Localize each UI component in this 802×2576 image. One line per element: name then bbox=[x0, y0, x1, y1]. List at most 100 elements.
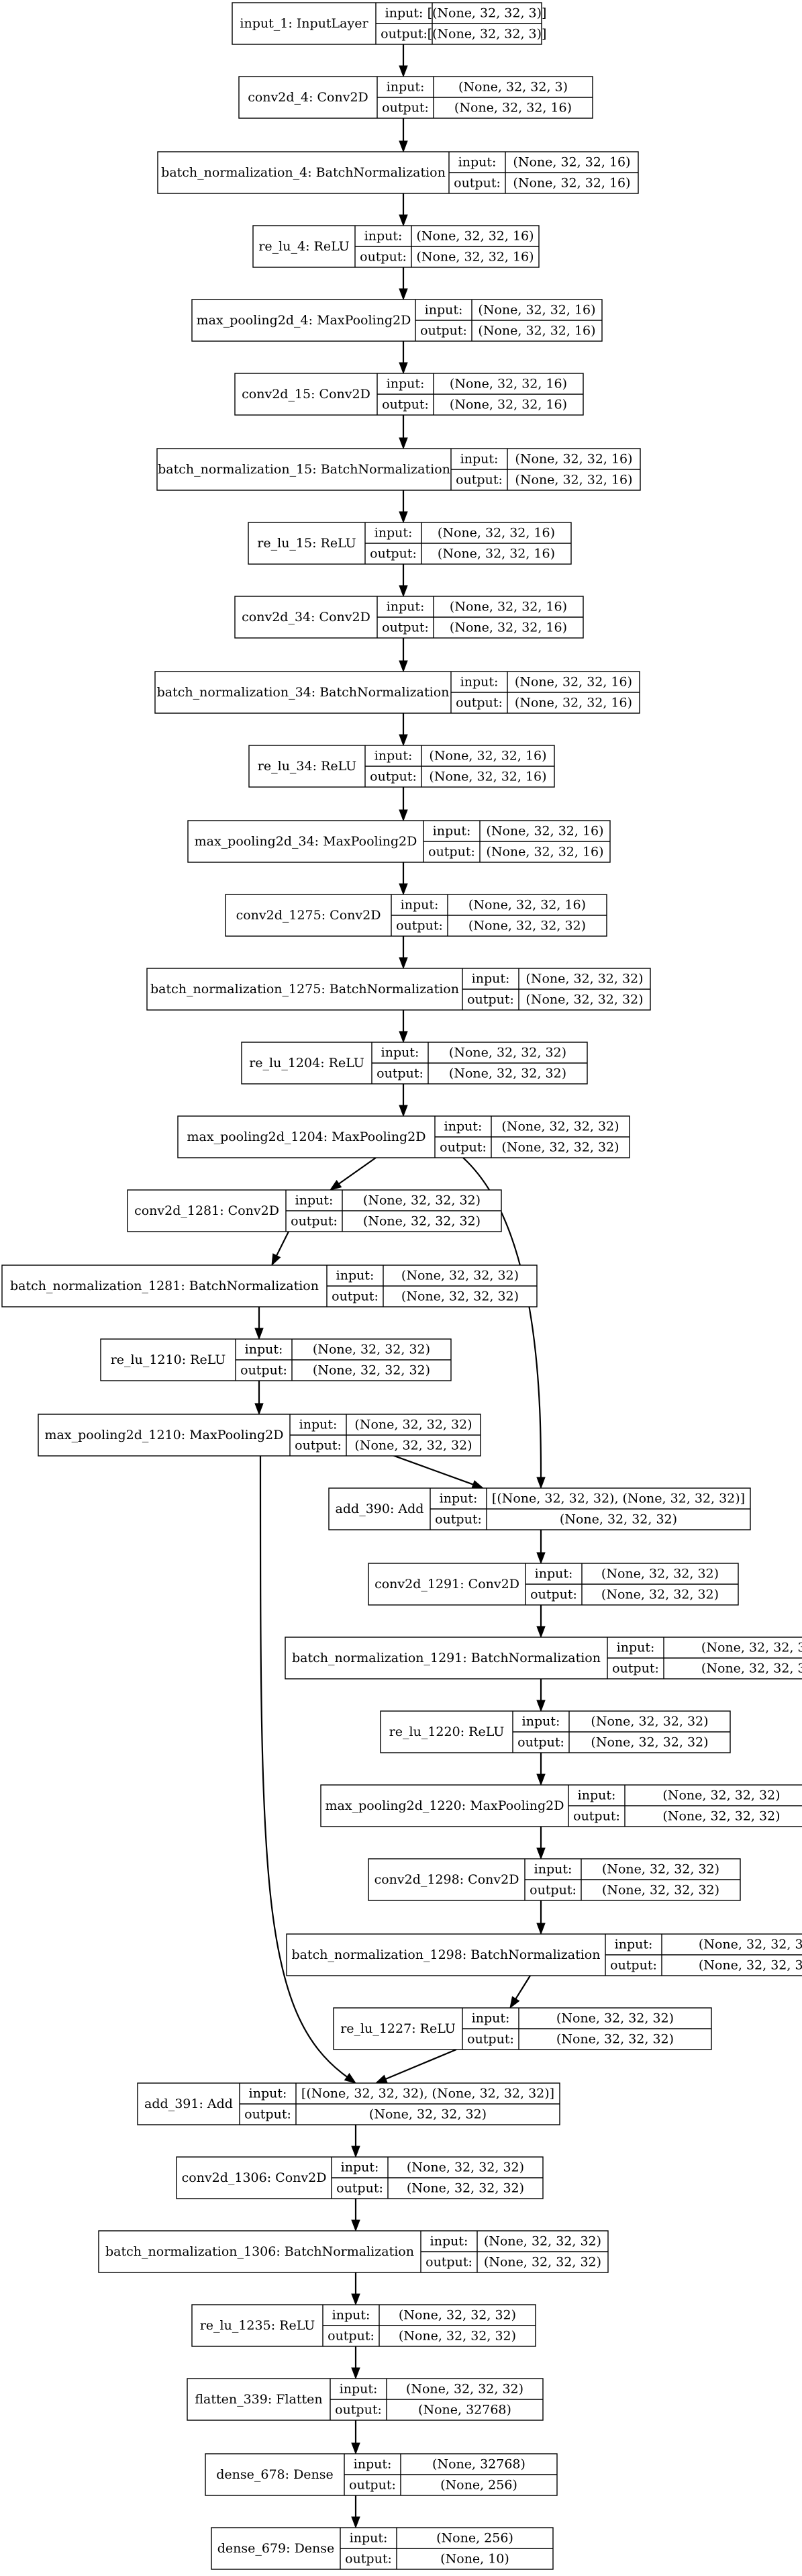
output-shape: (None, 32, 32, 32) bbox=[399, 2329, 516, 2344]
input-shape: (None, 32, 32, 32) bbox=[484, 2234, 601, 2249]
arrowhead bbox=[399, 1031, 408, 1044]
edges-layer bbox=[254, 44, 546, 2529]
output-shape: (None, 32, 32, 16) bbox=[454, 101, 572, 116]
output-label: output: bbox=[440, 1140, 487, 1155]
input-label: input: bbox=[458, 155, 497, 170]
edge-n4-to-n5 bbox=[399, 267, 408, 301]
edge-n12-to-n13 bbox=[399, 862, 408, 896]
edge-n32-to-n33 bbox=[351, 2346, 360, 2380]
edge-n11-to-n12 bbox=[399, 787, 408, 822]
output-shape: (None, 32, 32, 16) bbox=[478, 324, 595, 338]
output-shape: (None, 32, 32, 16) bbox=[515, 473, 632, 488]
layer-name: batch_normalization_1275: BatchNormaliza… bbox=[150, 982, 459, 997]
input-shape: (None, 32, 32, 16) bbox=[515, 675, 632, 690]
layer-name: max_pooling2d_1204: MaxPooling2D bbox=[187, 1130, 426, 1144]
edge-n25-to-n26 bbox=[536, 1827, 546, 1860]
layer-name: conv2d_4: Conv2D bbox=[248, 90, 368, 105]
edge-n27-to-n28 bbox=[509, 1975, 531, 2009]
layer-name: re_lu_1227: ReLU bbox=[340, 2021, 456, 2036]
edge-line bbox=[276, 1231, 289, 1256]
input-shape: (None, 32, 32, 32) bbox=[699, 1937, 802, 1952]
output-label: output: bbox=[454, 176, 501, 191]
edge-n20-to-n29 bbox=[259, 1455, 357, 2084]
output-label: output: bbox=[517, 1735, 564, 1750]
layer-name: max_pooling2d_4: MaxPooling2D bbox=[197, 313, 411, 328]
layer-node: flatten_339: Flatteninput:output:(None, … bbox=[187, 2378, 544, 2421]
arrowhead bbox=[471, 1480, 485, 1489]
input-label: input: bbox=[387, 377, 425, 392]
output-label: output: bbox=[425, 2255, 472, 2270]
edge-line bbox=[385, 2048, 457, 2080]
arrowhead bbox=[351, 2516, 360, 2529]
layer-name: batch_normalization_4: BatchNormalizatio… bbox=[161, 165, 446, 180]
layer-node: max_pooling2d_4: MaxPooling2Dinput:outpu… bbox=[191, 299, 603, 342]
edge-n14-to-n15 bbox=[399, 1010, 408, 1044]
layer-name: batch_normalization_1306: BatchNormaliza… bbox=[105, 2244, 414, 2259]
output-label: output: bbox=[382, 398, 429, 412]
edge-n15-to-n16 bbox=[399, 1084, 408, 1117]
input-shape: (None, 32, 32, 32) bbox=[525, 972, 643, 986]
input-shape: (None, 32, 32, 32) bbox=[313, 1342, 430, 1357]
edge-n26-to-n27 bbox=[536, 1900, 546, 1935]
input-shape: (None, 32, 32, 16) bbox=[416, 229, 534, 244]
layer-node: max_pooling2d_1204: MaxPooling2Dinput:ou… bbox=[177, 1115, 630, 1158]
layer-node: batch_normalization_4: BatchNormalizatio… bbox=[157, 151, 639, 194]
layer-name: conv2d_1298: Conv2D bbox=[374, 1872, 519, 1887]
edge-n17-to-n18 bbox=[271, 1231, 289, 1267]
arrowhead bbox=[351, 2293, 360, 2306]
input-shape: (None, 32, 32, 16) bbox=[515, 452, 632, 467]
edge-n16-to-n17 bbox=[329, 1157, 377, 1191]
edge-n3-to-n4 bbox=[399, 193, 408, 227]
output-label: output: bbox=[381, 27, 428, 42]
input-shape: (None, 32, 32, 32) bbox=[407, 2160, 524, 2175]
arrowhead bbox=[399, 214, 408, 227]
arrowhead bbox=[399, 660, 408, 673]
output-label: output: bbox=[612, 1661, 659, 1676]
input-label: input: bbox=[350, 2531, 388, 2546]
layer-name: conv2d_34: Conv2D bbox=[242, 610, 370, 625]
layer-name: max_pooling2d_1210: MaxPooling2D bbox=[45, 1428, 284, 1442]
input-shape: (None, 32, 32, 16) bbox=[513, 155, 630, 170]
input-label: input: bbox=[472, 2011, 510, 2026]
output-label: output: bbox=[370, 770, 417, 784]
edge-n9-to-n10 bbox=[399, 638, 408, 673]
arrowhead bbox=[399, 1105, 408, 1117]
input-label: input: bbox=[340, 2382, 378, 2397]
output-label: output: bbox=[435, 1512, 482, 1527]
output-label: output: bbox=[349, 2478, 396, 2493]
output-label: output: bbox=[377, 1066, 423, 1081]
output-shape: (None, 32, 32, 32) bbox=[701, 1661, 802, 1676]
input-label: input: bbox=[425, 303, 463, 318]
input-shape: (None, 256) bbox=[436, 2531, 513, 2546]
input-label: input: bbox=[617, 1641, 655, 1655]
input-label: input: bbox=[332, 2308, 370, 2323]
input-shape: (None, 32, 32, 32) bbox=[591, 1714, 708, 1729]
output-shape: (None, 32, 32, 16) bbox=[429, 770, 546, 784]
input-label: input: bbox=[534, 1862, 572, 1877]
input-shape: (None, 32, 32, 32) bbox=[401, 1269, 519, 1283]
layer-node: max_pooling2d_1210: MaxPooling2Dinput:ou… bbox=[38, 1414, 481, 1457]
output-shape: (None, 32, 32, 16) bbox=[438, 547, 555, 561]
layer-name: re_lu_1235: ReLU bbox=[200, 2318, 315, 2333]
layer-name: add_390: Add bbox=[336, 1502, 424, 1516]
output-shape: (None, 32, 32, 32) bbox=[560, 1512, 677, 1527]
output-label: output: bbox=[467, 993, 514, 1007]
output-label: output: bbox=[610, 1958, 657, 1973]
edge-n29-to-n30 bbox=[351, 2125, 360, 2158]
arrowhead bbox=[399, 957, 408, 970]
input-label: input: bbox=[341, 2160, 379, 2175]
arrowhead bbox=[399, 883, 408, 896]
arrowhead bbox=[329, 1179, 342, 1191]
output-shape: (None, 32, 32, 16) bbox=[513, 176, 630, 191]
output-label: output: bbox=[530, 1588, 577, 1602]
input-label: input: bbox=[374, 749, 413, 764]
edge-n28-to-n29 bbox=[374, 2048, 457, 2084]
output-label: output: bbox=[336, 2181, 383, 2196]
